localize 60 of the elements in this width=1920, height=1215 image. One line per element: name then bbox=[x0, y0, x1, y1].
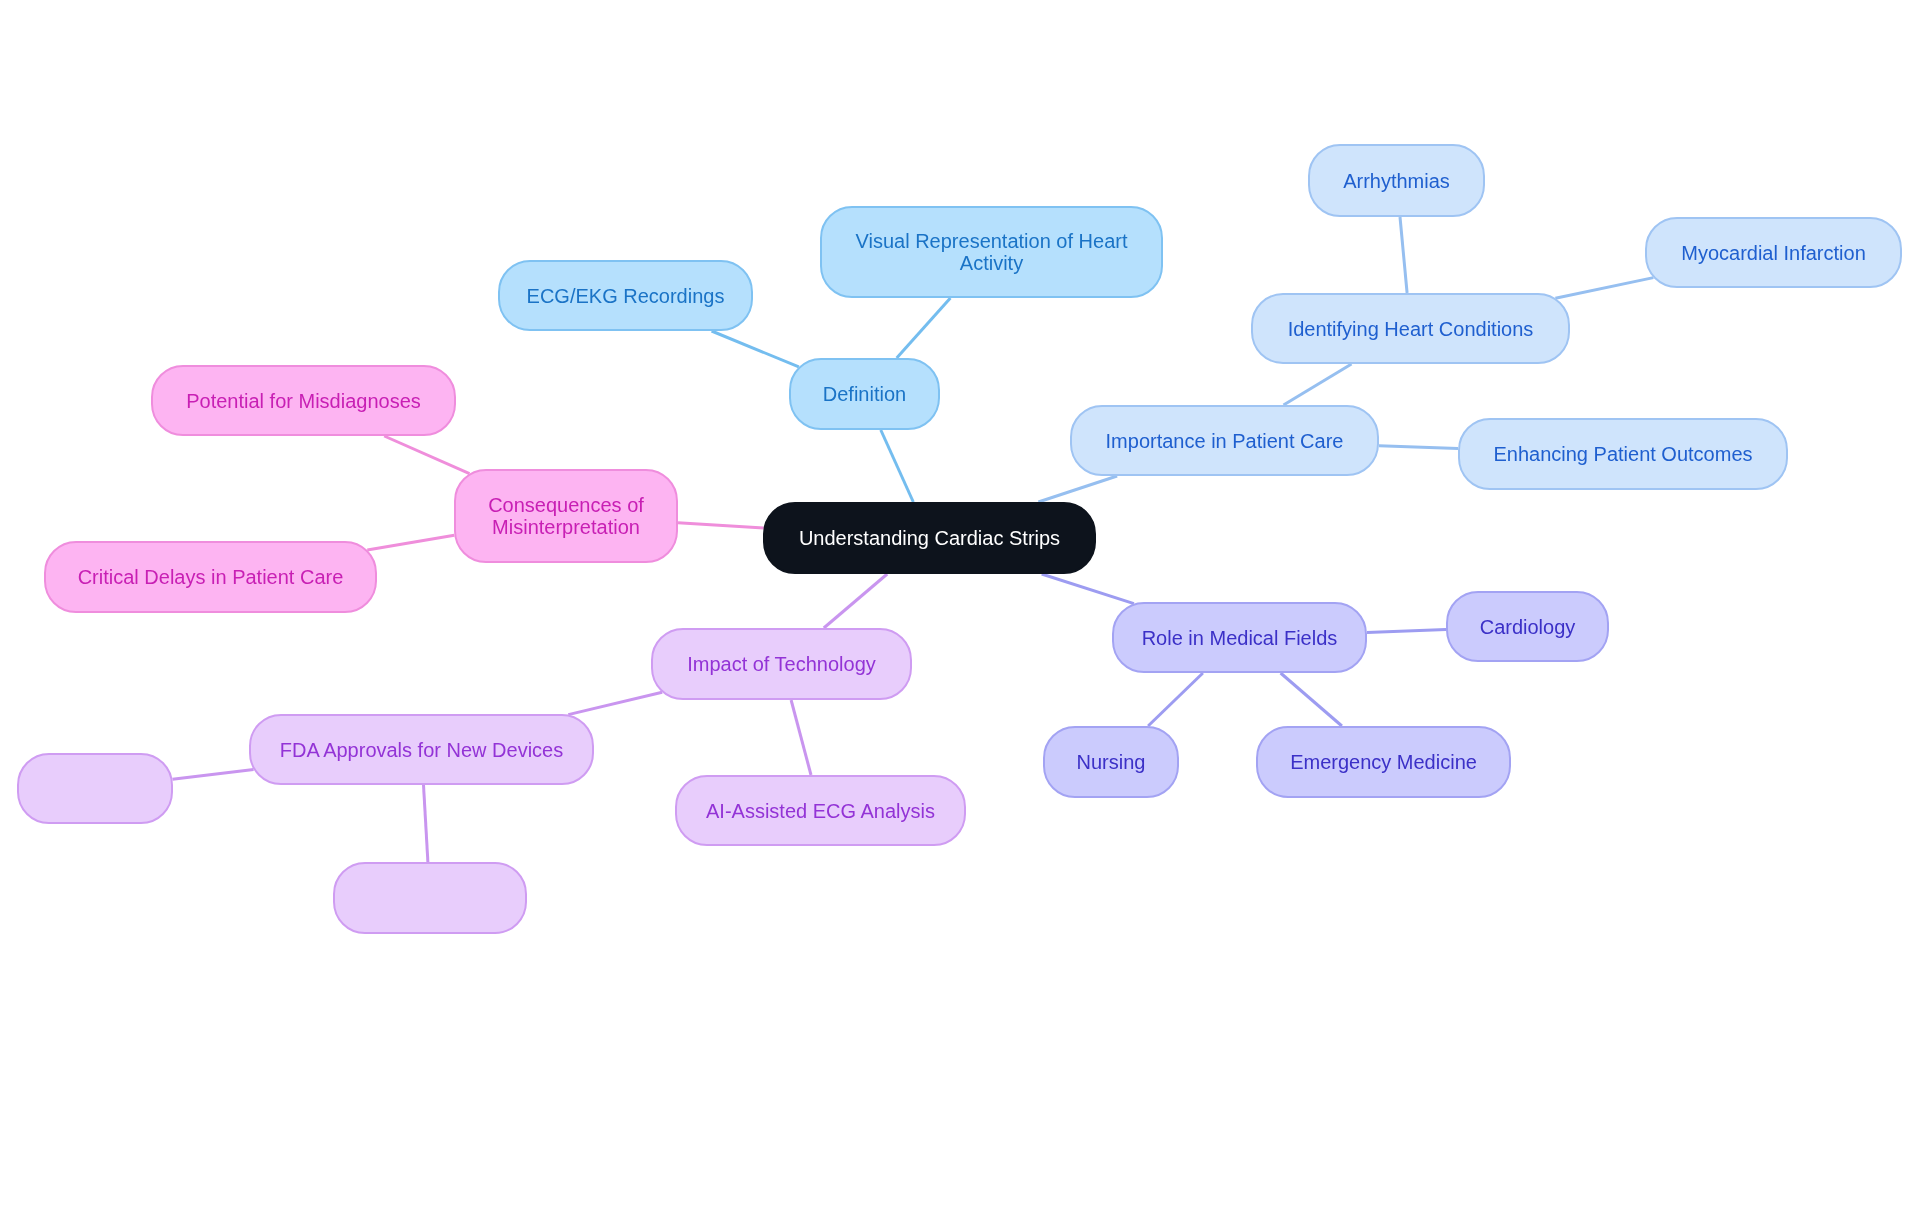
topic-label: Understanding Cardiac Strips bbox=[798, 527, 1061, 549]
topic-label: Consequences of Misinterpretation bbox=[487, 494, 645, 538]
subtopic-box bbox=[1446, 591, 1609, 662]
connector-line bbox=[1282, 362, 1353, 407]
empty-subtopic-box bbox=[17, 753, 173, 824]
topic-label: AI-Assisted ECG Analysis bbox=[706, 799, 935, 822]
topic-label: Nursing bbox=[1076, 751, 1146, 773]
empty-subtopic-box bbox=[333, 862, 527, 934]
topic-label: Potential for Misdiagnoses bbox=[186, 389, 421, 412]
connector-line bbox=[1147, 671, 1204, 728]
connector-line bbox=[895, 297, 952, 359]
topic-label: Impact of Technology bbox=[687, 653, 876, 675]
branch-topic-box bbox=[249, 714, 594, 785]
topic-label: Identifying Heart Conditions bbox=[1287, 317, 1534, 340]
connector-line bbox=[172, 768, 254, 781]
subtopic-box bbox=[1645, 217, 1902, 288]
topic-label: Importance in Patient Care bbox=[1105, 429, 1344, 452]
topic-label: Myocardial Infarction bbox=[1681, 241, 1866, 264]
connector-line bbox=[1041, 572, 1135, 606]
subtopic-box bbox=[498, 260, 753, 331]
connector-line bbox=[711, 329, 800, 369]
subtopic-box bbox=[675, 775, 966, 846]
topic-label: Enhancing Patient Outcomes bbox=[1493, 443, 1753, 465]
branch-topic-box bbox=[789, 358, 940, 430]
topic-label: Cardiology bbox=[1479, 615, 1576, 638]
connector-line bbox=[422, 784, 430, 863]
connector-line bbox=[822, 572, 889, 630]
topic-label: Emergency Medicine bbox=[1290, 751, 1477, 773]
connector-line bbox=[789, 699, 813, 776]
subtopic-box bbox=[1458, 418, 1788, 490]
subtopic-box bbox=[151, 365, 456, 436]
connector-line bbox=[1378, 444, 1459, 450]
topic-label: Critical Delays in Patient Care bbox=[77, 566, 344, 588]
connector-line bbox=[567, 690, 663, 717]
connector-line bbox=[879, 429, 915, 503]
topic-label: Definition bbox=[822, 383, 907, 405]
branch-topic-box bbox=[1251, 293, 1570, 364]
connector-line bbox=[1555, 276, 1654, 300]
topic-label: Visual Representation of Heart Activity bbox=[854, 230, 1129, 274]
topic-label: FDA Approvals for New Devices bbox=[279, 738, 564, 761]
central-topic-box bbox=[763, 502, 1096, 574]
subtopic-box bbox=[1256, 726, 1511, 798]
connector-line bbox=[383, 434, 471, 475]
connector-line bbox=[677, 521, 764, 530]
subtopic-box bbox=[820, 206, 1163, 298]
subtopic-box bbox=[44, 541, 377, 613]
connector-line bbox=[1037, 474, 1118, 504]
branch-topic-box bbox=[651, 628, 912, 700]
branch-topic-box bbox=[1112, 602, 1367, 673]
branch-topic-box bbox=[454, 469, 678, 563]
topic-label: Arrhythmias bbox=[1343, 169, 1450, 192]
branch-topic-box bbox=[1070, 405, 1379, 476]
connector-line bbox=[367, 533, 455, 552]
connector-line bbox=[1366, 628, 1447, 635]
topic-label: Role in Medical Fields bbox=[1141, 626, 1338, 649]
connector-line bbox=[1279, 671, 1343, 728]
subtopic-box bbox=[1308, 144, 1485, 217]
subtopic-box bbox=[1043, 726, 1179, 798]
connector-line bbox=[1398, 216, 1409, 294]
topic-label: ECG/EKG Recordings bbox=[526, 284, 725, 307]
